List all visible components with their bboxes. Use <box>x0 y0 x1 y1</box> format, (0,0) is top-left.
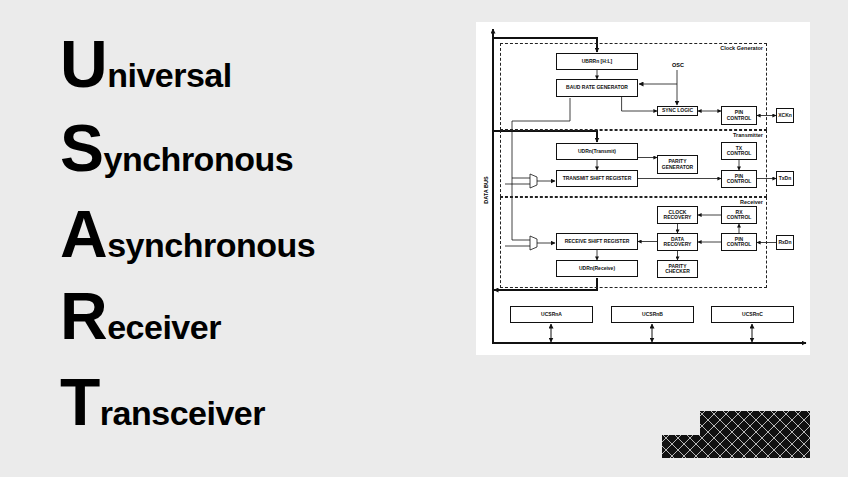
register-box: RECEIVE SHIFT REGISTER <box>556 233 638 250</box>
pin-box: TxDn <box>776 171 794 186</box>
title-word: Synchronous <box>60 115 293 192</box>
signal-connector <box>677 224 678 233</box>
register-box: UCSRnC <box>711 306 794 323</box>
signal-connector <box>698 242 721 243</box>
box-label: RxDn <box>778 240 791 246</box>
signal-connector <box>698 111 721 112</box>
box-label: UBRRn [H:L] <box>582 59 613 65</box>
box-label: PARITY CHECKER <box>660 264 695 275</box>
signal-connector <box>597 160 598 170</box>
hatched-block <box>662 411 810 458</box>
multiplexer-symbol <box>530 174 537 250</box>
box-label: TRANSMIT SHIFT REGISTER <box>563 176 632 182</box>
register-box: UDRn(Receive) <box>556 260 638 277</box>
bus-name: DATA BUS <box>483 176 489 203</box>
bus-lines <box>492 29 806 344</box>
signal-connector <box>622 97 657 111</box>
pin-box: XCKn <box>776 108 794 123</box>
box-label: PARITY GENERATOR <box>660 159 695 170</box>
box-label: SYNC LOGIC <box>662 108 693 114</box>
box-label: PIN CONTROL <box>724 110 754 121</box>
register-box: UBRRn [H:L] <box>556 53 638 70</box>
signal-connector <box>638 241 657 242</box>
box-label: RX CONTROL <box>724 210 754 221</box>
signal-connector <box>597 250 598 260</box>
region-heading: Receiver <box>740 199 763 205</box>
signal-connector <box>698 215 721 216</box>
register-box: DATA RECOVERY <box>657 233 698 251</box>
box-label: TxDn <box>779 176 792 182</box>
block-region: ReceiverCLOCK RECOVERY RX CONTROL RECEIVE … <box>500 197 767 288</box>
title-word: Asynchronous <box>60 201 315 278</box>
box-label: UDRn(Receive) <box>579 266 615 272</box>
box-label: UCSRnC <box>742 312 763 318</box>
box-label: DATA RECOVERY <box>660 237 695 248</box>
region-heading: Transmitter <box>733 132 763 138</box>
box-label: UCSRnB <box>642 312 663 318</box>
box-label: PIN CONTROL <box>724 174 754 185</box>
title-word: Transceiver <box>60 369 265 446</box>
register-box: PARITY GENERATOR <box>657 155 698 174</box>
register-box: SYNC LOGIC <box>657 106 698 116</box>
register-box: PARITY CHECKER <box>657 260 698 278</box>
signal-connector <box>739 160 740 170</box>
register-box: TRANSMIT SHIFT REGISTER <box>556 170 638 187</box>
register-box: RX CONTROL <box>721 206 757 224</box>
signal-name: OSC <box>672 62 684 68</box>
signal-wires <box>505 70 677 246</box>
signal-connector <box>739 224 740 233</box>
box-label: UDRn(Transmit) <box>578 149 616 155</box>
block-region: Clock GeneratorUBRRn [H:L] BAUD RATE GENE… <box>500 43 767 130</box>
signal-connector <box>597 70 598 79</box>
register-box: UCSRnA <box>510 306 593 323</box>
box-label: CLOCK RECOVERY <box>660 210 695 221</box>
register-box: PIN CONTROL <box>721 106 757 125</box>
register-box: UCSRnB <box>611 306 694 323</box>
register-box: PIN CONTROL <box>721 233 757 251</box>
signal-connector <box>638 178 721 179</box>
register-box: TX CONTROL <box>721 142 757 160</box>
title-word: Receiver <box>60 283 221 360</box>
signal-connector <box>677 251 678 260</box>
register-box: CLOCK RECOVERY <box>657 206 698 224</box>
title-word: Universal <box>60 31 232 108</box>
diagram-panel <box>476 22 810 355</box>
box-label: XCKn <box>778 113 792 119</box>
box-label: UCSRnA <box>541 312 562 318</box>
box-label: RECEIVE SHIFT REGISTER <box>565 239 630 245</box>
box-label: BAUD RATE GENERATOR <box>566 85 628 91</box>
register-box: UDRn(Transmit) <box>556 143 638 160</box>
box-label: PIN CONTROL <box>724 237 754 248</box>
box-label: TX CONTROL <box>724 146 754 157</box>
signal-connector <box>638 157 657 158</box>
region-heading: Clock Generator <box>720 45 763 51</box>
pin-box: RxDn <box>776 235 794 250</box>
block-region: TransmitterUDRn(Transmit) PARITY GENERATO… <box>500 130 767 197</box>
register-box: PIN CONTROL <box>721 170 757 188</box>
register-box: BAUD RATE GENERATOR <box>556 79 638 97</box>
